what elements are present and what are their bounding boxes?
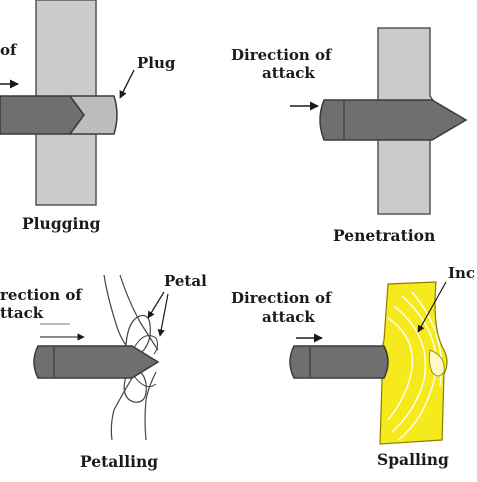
caption-petalling: Petalling [80, 452, 158, 471]
plug-leader-line [119, 69, 135, 99]
petal-leader-line-1 [147, 291, 165, 319]
direction-label-line2: ttack [0, 304, 44, 322]
direction-label-line1: Direction of [231, 46, 333, 64]
direction-label-line1: Direction of [231, 289, 333, 307]
petal-upper [125, 314, 151, 353]
panel-petalling: rection of ttack Petal Petalling [0, 272, 207, 471]
direction-label-line2: attack [262, 64, 315, 82]
petal-label: Petal [164, 272, 207, 290]
petal-inner [133, 335, 159, 388]
plug [68, 95, 118, 135]
projectile [0, 95, 85, 135]
direction-label-line2: attack [262, 308, 315, 326]
partial-leader-line [417, 281, 447, 333]
panel-penetration: Direction of attack Penetration [231, 27, 468, 245]
projectile [319, 99, 468, 141]
caption-spalling: Spalling [377, 450, 449, 469]
petal-leader-line-2 [157, 293, 169, 337]
panel-plugging: of Plug Plugging [0, 0, 176, 233]
direction-label: of [0, 41, 18, 59]
partial-label: Inc [448, 264, 475, 282]
spall-fragment [428, 349, 445, 377]
plate-outline-right [119, 274, 159, 441]
direction-label-line1: rection of [0, 286, 83, 304]
caption-penetration: Penetration [333, 226, 435, 245]
stress-wave-lines [387, 291, 443, 441]
petal-lower [123, 371, 147, 403]
projectile [33, 345, 160, 379]
projectile [289, 345, 389, 379]
caption-plugging: Plugging [22, 214, 101, 233]
plug-label: Plug [137, 54, 176, 72]
panel-spalling: Direction of attack Inc Spalling [231, 264, 475, 469]
